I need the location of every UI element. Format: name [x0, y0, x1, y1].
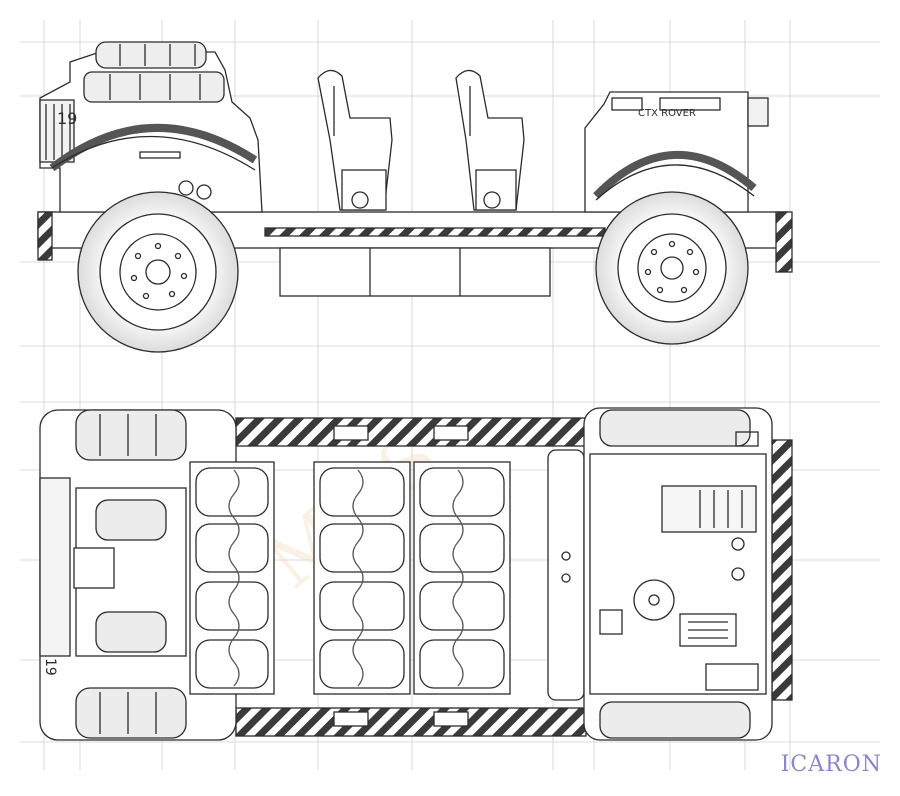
- seat-row-2: [456, 70, 524, 210]
- hazard-rear-edge: [772, 440, 792, 700]
- hood-number-label: 19: [42, 658, 58, 676]
- artist-signature: ICARON: [781, 752, 882, 777]
- cab-number-label: 19: [57, 109, 77, 128]
- hazard-rail-top: [236, 418, 586, 446]
- front-wheel: [78, 192, 238, 352]
- hazard-rail-bottom: [236, 708, 586, 736]
- seat-block-front: [190, 462, 274, 694]
- seat-block-middle: [314, 426, 410, 726]
- rear-module-label: CTX ROVER: [638, 108, 696, 119]
- rear-bumper: [776, 212, 792, 272]
- side-view: [38, 42, 792, 352]
- front-bumper: [38, 212, 52, 260]
- rear-wheel: [596, 192, 748, 344]
- seat-row-1: [318, 70, 392, 210]
- rear-module-top: [548, 408, 772, 740]
- seat-block-rear: [414, 426, 510, 726]
